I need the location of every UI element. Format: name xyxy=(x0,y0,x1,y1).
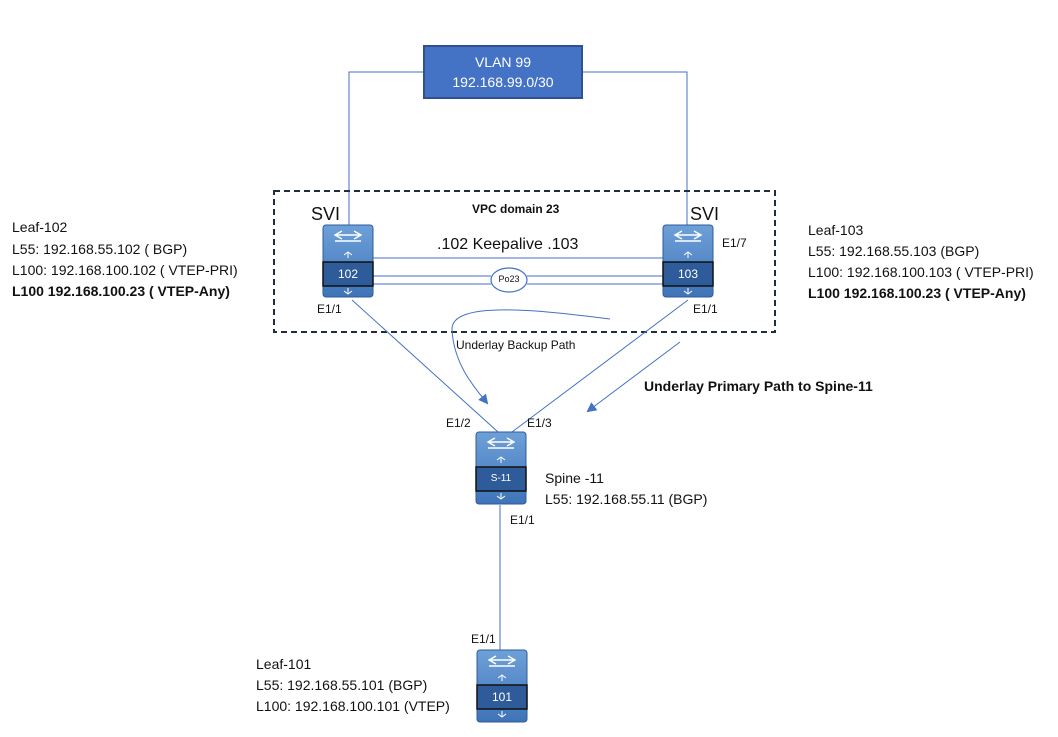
spine-11-name: Spine -11 xyxy=(545,470,604,486)
leaf-102-l55: L55: 192.168.55.102 ( BGP) xyxy=(12,241,188,257)
leaf-102-l100-any: L100 192.168.100.23 ( VTEP-Any) xyxy=(12,283,230,299)
port-101-e1-1: E1/1 xyxy=(471,632,496,646)
vpc-domain-title: VPC domain 23 xyxy=(472,202,560,216)
port-spine-e1-3: E1/3 xyxy=(527,416,552,430)
leaf-102-name: Leaf-102 xyxy=(12,219,68,235)
device-label-s11: S-11 xyxy=(490,473,512,484)
leaf-103-l100: L100: 192.168.100.103 ( VTEP-PRI) xyxy=(808,264,1034,280)
vlan-99-box: VLAN 99 192.168.99.0/30 xyxy=(423,45,583,99)
network-switch-icon xyxy=(486,437,516,449)
svi-label-left: SVI xyxy=(311,204,341,224)
network-switch-icon xyxy=(487,655,517,667)
port-103-e1-1: E1/1 xyxy=(693,302,718,316)
leaf-103-name: Leaf-103 xyxy=(808,222,864,238)
switch-101[interactable] xyxy=(476,649,528,723)
device-label-101: 101 xyxy=(491,690,513,704)
link-103-spine xyxy=(511,299,689,433)
switch-spine-11[interactable] xyxy=(475,431,527,505)
vlan-link-left xyxy=(348,71,423,228)
vlan-title: VLAN 99 xyxy=(474,54,532,70)
vlan-subnet: 192.168.99.0/30 xyxy=(452,74,554,90)
device-label-102: 102 xyxy=(337,267,359,281)
vlan-link-right xyxy=(583,71,688,228)
network-switch-icon xyxy=(673,230,703,242)
port-103-e1-7: E1/7 xyxy=(722,236,747,250)
port-spine-e1-2: E1/2 xyxy=(446,416,471,430)
port-channel-label: Po23 xyxy=(498,274,520,284)
network-switch-icon xyxy=(333,230,363,242)
spine-11-l55: L55: 192.168.55.11 (BGP) xyxy=(545,491,708,507)
vlan-links xyxy=(348,71,688,228)
leaf-103-l100-any: L100 192.168.100.23 ( VTEP-Any) xyxy=(808,285,1026,301)
leaf-101-l100: L100: 192.168.100.101 (VTEP) xyxy=(256,698,450,714)
port-spine-e1-1: E1/1 xyxy=(510,513,535,527)
svi-label-right: SVI xyxy=(690,204,720,224)
peer-links xyxy=(373,257,663,285)
primary-path-arrow xyxy=(586,341,681,413)
underlay-links xyxy=(351,299,689,652)
underlay-primary-path-label: Underlay Primary Path to Spine-11 xyxy=(644,378,873,394)
switch-102[interactable] xyxy=(322,224,374,298)
leaf-103-l55: L55: 192.168.55.103 (BGP) xyxy=(808,243,980,259)
vpc-domain-box xyxy=(273,190,776,333)
device-label-103: 103 xyxy=(677,267,699,281)
leaf-101-l55: L55: 192.168.55.101 (BGP) xyxy=(256,677,428,693)
backup-path-arrow xyxy=(451,309,611,405)
port-channel-oval xyxy=(490,267,528,293)
underlay-backup-path-label: Underlay Backup Path xyxy=(456,338,576,352)
keepalive-label: .102 Keepalive .103 xyxy=(437,236,579,253)
link-102-spine xyxy=(351,299,499,433)
switch-103[interactable] xyxy=(662,224,714,298)
port-102-e1-1: E1/1 xyxy=(317,302,342,316)
leaf-101-name: Leaf-101 xyxy=(256,656,312,672)
leaf-102-l100: L100: 192.168.100.102 ( VTEP-PRI) xyxy=(12,262,238,278)
